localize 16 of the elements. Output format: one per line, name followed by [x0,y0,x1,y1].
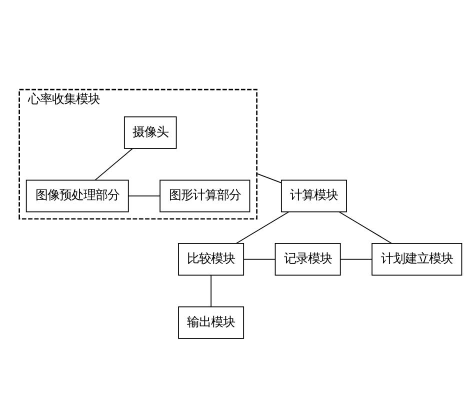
connector [128,195,160,196]
node-box: 输出模块 [178,306,244,338]
node-box: 记录模块 [274,242,341,276]
connector [338,210,392,244]
connector [236,210,290,244]
connector [256,172,282,183]
connector [244,258,276,260]
node-box: 摄像头 [124,116,177,148]
node-box: 比较模块 [178,242,244,276]
node-box: 图像预处理部分 [26,179,129,212]
connector [210,274,212,307]
connector [340,258,372,260]
node-box: 图形计算部分 [160,179,250,212]
connector [94,148,133,180]
node-box: 计算模块 [280,179,347,212]
node-box: 计划建立模块 [372,242,462,276]
